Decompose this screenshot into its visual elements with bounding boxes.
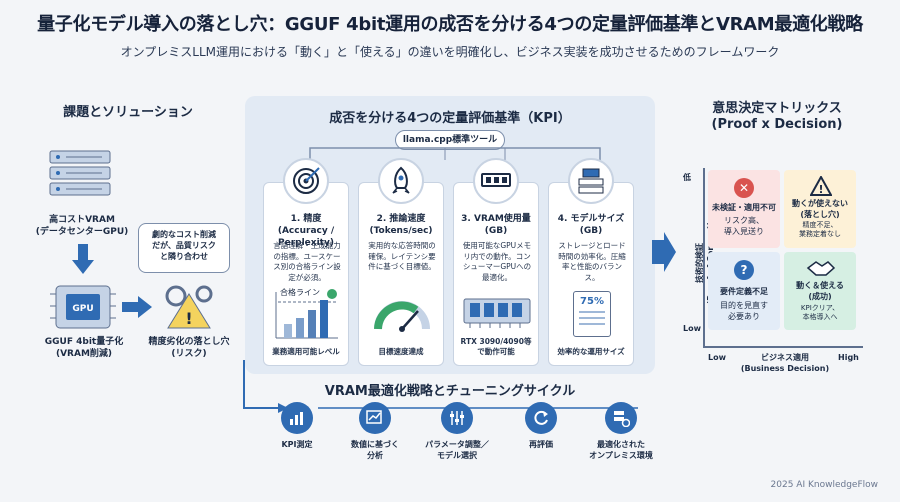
x-axis-line bbox=[703, 346, 863, 348]
step-label: パラメータ調整／ モデル選択 bbox=[425, 440, 489, 460]
svg-text:!: ! bbox=[185, 309, 192, 328]
callout-text: 劇的なコスト削減 だが、品質リスク と隣り合わせ bbox=[152, 230, 216, 261]
gauge-icon bbox=[372, 293, 432, 337]
pass-line-label: 合格ライン bbox=[280, 288, 320, 297]
step-label: 最適化された オンプレミス環境 bbox=[589, 440, 653, 460]
storage-icon bbox=[568, 158, 614, 204]
matrix-cell-success: 動く＆使える (成功) KPIクリア、 本格導入へ bbox=[784, 252, 856, 330]
step-label: KPI測定 bbox=[281, 440, 313, 449]
arrow-to-matrix-icon bbox=[652, 232, 676, 276]
matrix-cell-untested: ✕ 未検証・適用不可 リスク高、 導入見送り bbox=[708, 170, 780, 248]
footer-credit: 2025 AI KnowledgeFlow bbox=[770, 480, 878, 490]
warning-icon: ! bbox=[809, 174, 833, 200]
x-mark-icon: ✕ bbox=[734, 178, 754, 198]
arrow-down-icon bbox=[72, 244, 94, 278]
card-title: 3. VRAM使用量 (GB) bbox=[461, 214, 531, 236]
warning-gear-icon: ! bbox=[158, 280, 220, 334]
cell-title: 要件定義不足 bbox=[720, 287, 768, 296]
card-desc: ストレージとロード時間の効率化。圧縮率と性能のバランス。 bbox=[558, 241, 626, 282]
cycle-step-analysis: 数値に基づく 分析 bbox=[330, 402, 420, 461]
risk-label: 精度劣化の落とし穴 (リスク) bbox=[148, 337, 230, 359]
y-axis-low: Low bbox=[683, 324, 701, 333]
bar-chart-icon bbox=[281, 402, 313, 434]
card-footer: 効率的な運用サイズ bbox=[557, 347, 625, 356]
refresh-icon bbox=[525, 402, 557, 434]
matrix-cell-pitfall: ! 動くが使えない (落とし穴) 精度不足、 業務定着なし bbox=[784, 170, 856, 248]
cell-title: 動くが使えない (落とし穴) bbox=[792, 199, 848, 219]
vram-label: 高コストVRAM (データセンターGPU) bbox=[35, 215, 129, 237]
cell-desc: 精度不足、 業務定着なし bbox=[799, 221, 841, 238]
cell-title: 動く＆使える (成功) bbox=[796, 281, 844, 301]
gpu-chip-icon: GPU bbox=[50, 280, 116, 338]
card-title: 4. モデルサイズ (GB) bbox=[557, 214, 625, 236]
arrow-right-icon bbox=[122, 296, 152, 322]
bar-chart-icon bbox=[274, 288, 340, 344]
memory-stick-icon bbox=[462, 295, 532, 333]
rocket-icon bbox=[378, 158, 424, 204]
cell-desc: リスク高、 導入見送り bbox=[724, 216, 764, 236]
cell-desc: 目的を見直す 必要あり bbox=[720, 301, 768, 321]
card-title: 2. 推論速度 (Tokens/sec) bbox=[369, 214, 433, 236]
step-label: 再評価 bbox=[529, 440, 553, 449]
question-icon: ? bbox=[734, 260, 754, 280]
server-gear-icon bbox=[605, 402, 637, 434]
target-icon bbox=[283, 158, 329, 204]
cell-desc: KPIクリア、 本格導入へ bbox=[800, 304, 840, 321]
y-axis-line bbox=[703, 168, 705, 348]
x-axis-high: High bbox=[838, 353, 859, 362]
step-label: 数値に基づく 分析 bbox=[351, 440, 399, 460]
kpi-card-accuracy: 1. 精度 (Accuracy / Perplexity) 言語理解・生成能力の… bbox=[263, 182, 349, 366]
cycle-step-reevaluate: 再評価 bbox=[496, 402, 586, 450]
card-footer: RTX 3090/4090等 で動作可能 bbox=[460, 337, 532, 356]
card-desc: 使用可能なGPUメモリ内での動作。コンシューマーGPUへの最適化。 bbox=[462, 241, 532, 282]
x-axis-low: Low bbox=[708, 353, 726, 362]
tool-pill: llama.cpp標準ツール bbox=[395, 130, 505, 150]
kpi-card-size: 4. モデルサイズ (GB) ストレージとロード時間の効率化。圧縮率と性能のバラ… bbox=[548, 182, 634, 366]
y-axis-high: 低 bbox=[683, 173, 691, 182]
pill-connector bbox=[300, 140, 610, 164]
card-desc: 実用的な応答時間の確保。レイテンシ要件に基づく目標値。 bbox=[368, 241, 436, 271]
matrix-heading: 意思決定マトリックス (Proof x Decision) bbox=[711, 101, 843, 132]
document-icon: 75% bbox=[573, 291, 611, 337]
cell-title: 未検証・適用不可 bbox=[712, 203, 776, 212]
matrix-cell-requirements: ? 要件定義不足 目的を見直す 必要あり bbox=[708, 252, 780, 330]
kpi-card-speed: 2. 推論速度 (Tokens/sec) 実用的な応答時間の確保。レイテンシ要件… bbox=[358, 182, 444, 366]
kpi-card-vram: 3. VRAM使用量 (GB) 使用可能なGPUメモリ内での動作。コンシューマー… bbox=[453, 182, 539, 366]
kpi-heading: 成否を分ける4つの定量評価基準（KPI） bbox=[329, 111, 571, 126]
card-title: 1. 精度 (Accuracy / Perplexity) bbox=[277, 214, 335, 248]
x-axis-label: ビジネス適用 (Business Decision) bbox=[740, 353, 830, 373]
cost-callout: 劇的なコスト削減 だが、品質リスク と隣り合わせ bbox=[138, 223, 230, 273]
page-title: 量子化モデル導入の落とし穴：GGUF 4bit運用の成否を分ける4つの定量評価基… bbox=[37, 14, 863, 35]
svg-text:!: ! bbox=[818, 183, 823, 196]
sliders-icon bbox=[441, 402, 473, 434]
card-footer: 業務適用可能レベル bbox=[272, 347, 340, 356]
cycle-step-optimized: 最適化された オンプレミス環境 bbox=[576, 402, 666, 461]
page-subtitle: オンプレミスLLM運用における「動く」と「使える」の違いを明確化し、ビジネス実装… bbox=[120, 45, 780, 59]
cycle-step-kpi: KPI測定 bbox=[252, 402, 342, 450]
card-desc: 言語理解・生成能力の指標。ユースケース別の合格ライン設定が必須。 bbox=[273, 241, 341, 282]
svg-text:GPU: GPU bbox=[72, 304, 93, 314]
cycle-heading: VRAM最適化戦略とチューニングサイクル bbox=[324, 384, 576, 399]
cycle-step-tuning: パラメータ調整／ モデル選択 bbox=[412, 402, 502, 461]
gguf-label: GGUF 4bit量子化 (VRAM削減) bbox=[44, 337, 124, 359]
left-heading: 課題とソリューション bbox=[63, 105, 193, 120]
card-footer: 目標速度達成 bbox=[378, 347, 424, 356]
handshake-icon bbox=[806, 258, 836, 282]
ram-icon bbox=[473, 158, 519, 204]
analysis-icon bbox=[359, 402, 391, 434]
server-icon bbox=[46, 145, 118, 209]
doc-value: 75% bbox=[580, 296, 604, 307]
